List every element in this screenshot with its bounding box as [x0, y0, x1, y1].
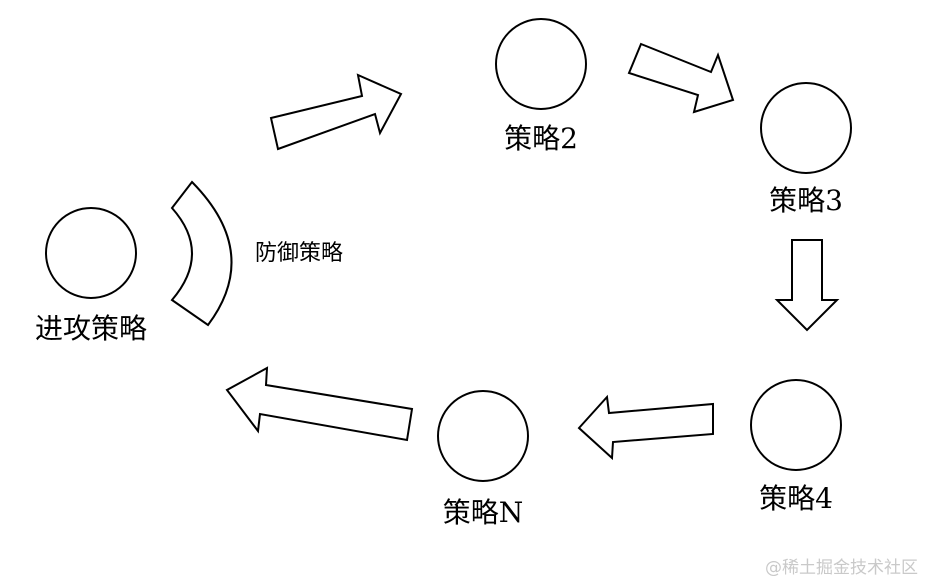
node-strategy-n: 策略N: [437, 390, 529, 529]
watermark-text: @稀土掘金技术社区: [765, 558, 918, 578]
arrow-s4-to-sn: [577, 394, 714, 461]
arrow-attack-to-s2: [269, 73, 403, 151]
defense-shield: 防御策略: [170, 180, 343, 327]
node-s3-label: 策略3: [769, 184, 843, 217]
arrow-s2-to-s3: [627, 42, 735, 114]
node-sn-label: 策略N: [443, 496, 524, 529]
node-s2-label: 策略2: [504, 122, 578, 155]
node-sn-circle: [437, 390, 529, 482]
node-strategy-4: 策略4: [750, 379, 842, 515]
node-s2-circle: [495, 18, 587, 110]
node-s4-circle: [750, 379, 842, 471]
node-attack-strategy: 进攻策略: [35, 207, 147, 345]
node-attack-circle: [45, 207, 137, 299]
node-strategy-3: 策略3: [760, 82, 852, 217]
defense-shield-arc: [170, 180, 233, 327]
arrow-s3-to-s4: [774, 239, 840, 332]
node-s4-label: 策略4: [759, 482, 833, 515]
defense-strategy-label: 防御策略: [255, 241, 343, 266]
node-s3-circle: [760, 82, 852, 174]
node-strategy-2: 策略2: [495, 18, 587, 155]
arrow-sn-to-attack: [225, 366, 414, 442]
node-attack-label: 进攻策略: [35, 312, 147, 345]
